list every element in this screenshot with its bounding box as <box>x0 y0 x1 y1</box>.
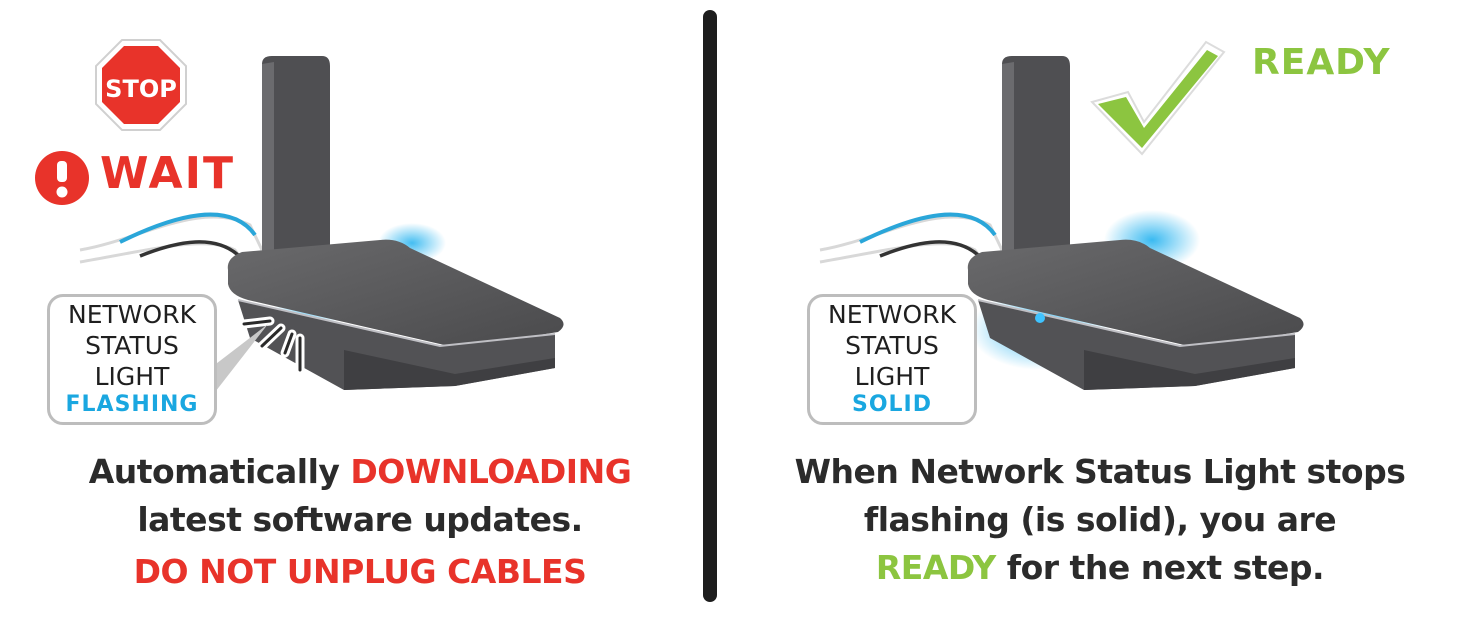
stop-sign-label: STOP <box>105 75 177 103</box>
router-device-icon <box>967 56 1304 390</box>
right-illustration <box>819 40 1304 390</box>
left-caption-line1: Automatically DOWNLOADING <box>0 448 720 496</box>
callout-line-status: STATUS <box>85 331 179 360</box>
left-caption-line2: latest software updates. <box>137 500 583 539</box>
network-status-callout-solid: NETWORK STATUS LIGHT SOLID <box>807 294 977 425</box>
router-device-icon <box>227 56 564 390</box>
network-status-callout-flashing: NETWORK STATUS LIGHT FLASHING <box>47 294 217 425</box>
wait-label: WAIT <box>100 148 235 199</box>
caption-automatically: Automatically <box>88 452 351 491</box>
callout-status-solid: SOLID <box>851 392 932 417</box>
stop-sign-icon: STOP <box>95 39 187 131</box>
right-caption-line2: flashing (is solid), you are <box>863 500 1337 539</box>
right-caption-line1: When Network Status Light stops <box>794 452 1406 491</box>
flash-rays-outline <box>242 319 302 372</box>
callout-line-light: LIGHT <box>94 362 170 391</box>
cables <box>79 212 264 269</box>
checkmark-icon <box>1090 40 1226 156</box>
left-panel: STOP <box>0 0 720 633</box>
callout-pointer <box>208 324 268 396</box>
caption-ready: READY <box>875 548 996 587</box>
exclamation-icon <box>35 151 89 205</box>
ready-label: READY <box>1252 42 1391 83</box>
right-panel: READY NETWORK STATUS LIGHT SOLID When Ne… <box>740 0 1460 633</box>
cables <box>819 212 1004 269</box>
left-caption-warning: DO NOT UNPLUG CABLES <box>133 552 587 591</box>
right-caption-line3: READY for the next step. <box>740 544 1460 592</box>
caption-downloading: DOWNLOADING <box>350 452 632 491</box>
caption-next-step: for the next step. <box>995 548 1325 587</box>
callout-line-status: STATUS <box>845 331 939 360</box>
callout-line-network: NETWORK <box>68 300 196 329</box>
callout-status-flashing: FLASHING <box>65 392 199 417</box>
panel-divider <box>703 10 717 602</box>
callout-line-light: LIGHT <box>854 362 930 391</box>
left-illustration: STOP <box>35 39 564 396</box>
callout-line-network: NETWORK <box>828 300 956 329</box>
